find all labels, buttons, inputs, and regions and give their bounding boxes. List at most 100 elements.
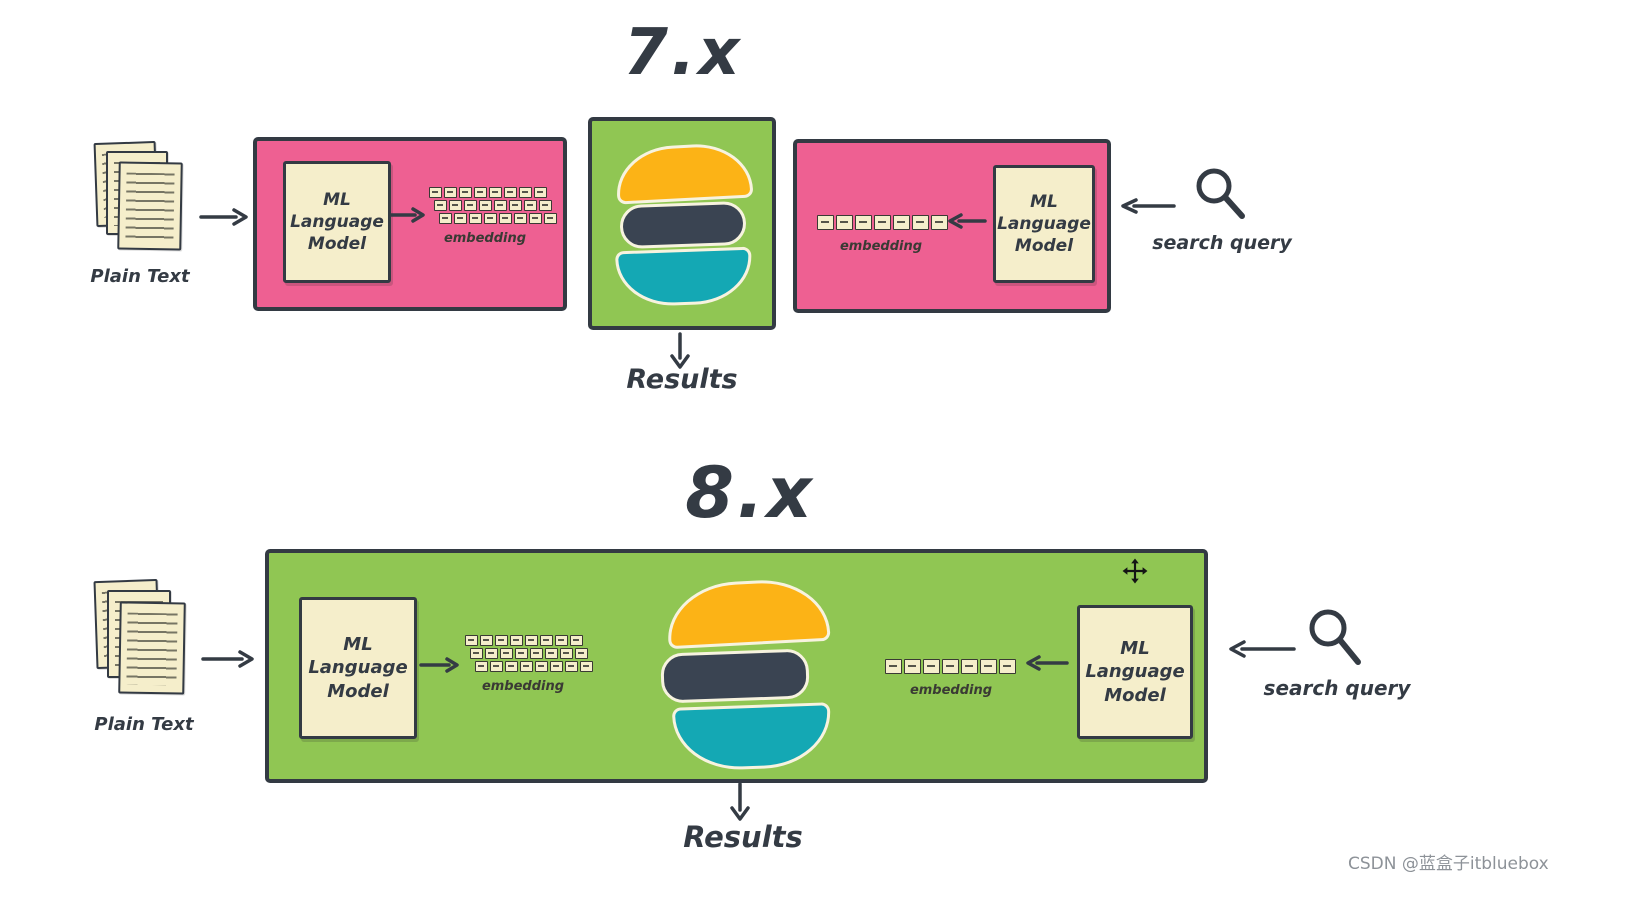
- embedding-grid: [429, 187, 557, 226]
- elasticsearch-logo-middle: [660, 648, 810, 704]
- embedding-cell: [545, 648, 558, 659]
- document-stack: [93, 140, 205, 270]
- embedding-cell: [540, 635, 553, 646]
- embedding-grid-row: [465, 635, 593, 646]
- embedding-cell: [524, 200, 537, 211]
- ml-language-model-label: ML Language Model: [1085, 637, 1185, 706]
- embedding-cell: [534, 187, 547, 198]
- results-label: Results: [626, 364, 738, 395]
- embedding-cell: [885, 659, 902, 674]
- ml-language-model-box: ML Language Model: [299, 597, 417, 739]
- embedding-cell: [494, 200, 507, 211]
- arrow-right-icon: [199, 208, 248, 226]
- embedding-grid-row: [434, 200, 557, 211]
- embedding-cell: [961, 659, 978, 674]
- embedding-cell: [479, 200, 492, 211]
- arrow-right-icon: [419, 657, 459, 673]
- move-cursor-icon: [1122, 558, 1148, 584]
- embedding-cell: [855, 215, 872, 230]
- embedding-cell: [509, 200, 522, 211]
- embedding-cell: [550, 661, 563, 672]
- embedding-cell: [439, 213, 452, 224]
- embedding-cell: [999, 659, 1016, 674]
- section-title-7x: 7.x: [623, 16, 743, 90]
- embedding-cell: [490, 661, 503, 672]
- embedding-cell: [449, 200, 462, 211]
- embedding-label: embedding: [443, 231, 527, 246]
- embedding-cell: [836, 215, 853, 230]
- embedding-cell: [495, 635, 508, 646]
- arrow-left-icon: [948, 213, 987, 229]
- ml-language-model-label: ML Language Model: [290, 189, 384, 255]
- embedding-label: embedding: [481, 679, 565, 694]
- embedding-cell: [504, 187, 517, 198]
- search-query-label: search query: [1152, 232, 1292, 254]
- embedding-cell: [570, 635, 583, 646]
- search-query-label: search query: [1263, 676, 1411, 700]
- embedding-cell: [465, 635, 478, 646]
- embedding-cell: [484, 213, 497, 224]
- embedding-cell: [499, 213, 512, 224]
- embedding-cell: [505, 661, 518, 672]
- query-pipeline-box-7x: embedding ML Language Model: [793, 139, 1111, 313]
- embedding-row: [885, 659, 1016, 676]
- results-label: Results: [683, 820, 803, 854]
- embedding-cell: [544, 213, 557, 224]
- embedding-cell: [530, 648, 543, 659]
- embedding-cell: [560, 648, 573, 659]
- embedding-cell: [817, 215, 834, 230]
- arrow-right-icon: [389, 207, 425, 223]
- watermark-text: CSDN @蓝盒子itbluebox: [1348, 854, 1549, 874]
- embedding-cell: [904, 659, 921, 674]
- search-icon: [1196, 168, 1245, 219]
- elasticsearch-box-8x: ML Language Model embedding embedding ML…: [265, 549, 1208, 783]
- arrow-down-icon: [670, 332, 690, 369]
- embedding-cell: [565, 661, 578, 672]
- embedding-row: [817, 215, 948, 232]
- embedding-cell: [923, 659, 940, 674]
- embedding-cell: [500, 648, 513, 659]
- embedding-grid: [465, 635, 593, 674]
- embedding-cell: [525, 635, 538, 646]
- embedding-cell: [485, 648, 498, 659]
- search-icon: [1309, 609, 1361, 665]
- elasticsearch-logo-top: [665, 576, 831, 650]
- embedding-cell: [912, 215, 929, 230]
- embedding-cell: [580, 661, 593, 672]
- embedding-cell: [555, 635, 568, 646]
- embedding-cell: [535, 661, 548, 672]
- embedding-cell: [434, 200, 447, 211]
- arrow-left-icon: [1229, 640, 1296, 658]
- embedding-cell: [575, 648, 588, 659]
- embedding-cell: [519, 187, 532, 198]
- embedding-cell: [464, 200, 477, 211]
- embedding-cell: [454, 213, 467, 224]
- embedding-grid-row: [470, 648, 593, 659]
- embedding-cell: [529, 213, 542, 224]
- embedding-grid-row: [429, 187, 557, 198]
- document-icon: [118, 601, 186, 695]
- document-stack: [93, 578, 211, 712]
- embedding-cell: [480, 635, 493, 646]
- ml-language-model-box: ML Language Model: [283, 161, 391, 283]
- embedding-cell: [459, 187, 472, 198]
- embedding-cell: [469, 213, 482, 224]
- embedding-grid-row: [439, 213, 557, 224]
- elasticsearch-box-7x: [588, 117, 776, 330]
- embedding-cell: [980, 659, 997, 674]
- embedding-cell: [514, 213, 527, 224]
- elasticsearch-logo-bottom: [671, 702, 833, 772]
- plain-text-label: Plain Text: [94, 714, 194, 735]
- section-title-8x: 8.x: [685, 452, 815, 534]
- embedding-grid-row: [885, 659, 1016, 674]
- arrow-right-icon: [201, 650, 254, 668]
- embedding-cell: [874, 215, 891, 230]
- embedding-label: embedding: [839, 239, 923, 254]
- arrow-left-icon: [1121, 198, 1176, 214]
- embedding-cell: [893, 215, 910, 230]
- plain-text-label: Plain Text: [90, 266, 190, 287]
- embedding-cell: [510, 635, 523, 646]
